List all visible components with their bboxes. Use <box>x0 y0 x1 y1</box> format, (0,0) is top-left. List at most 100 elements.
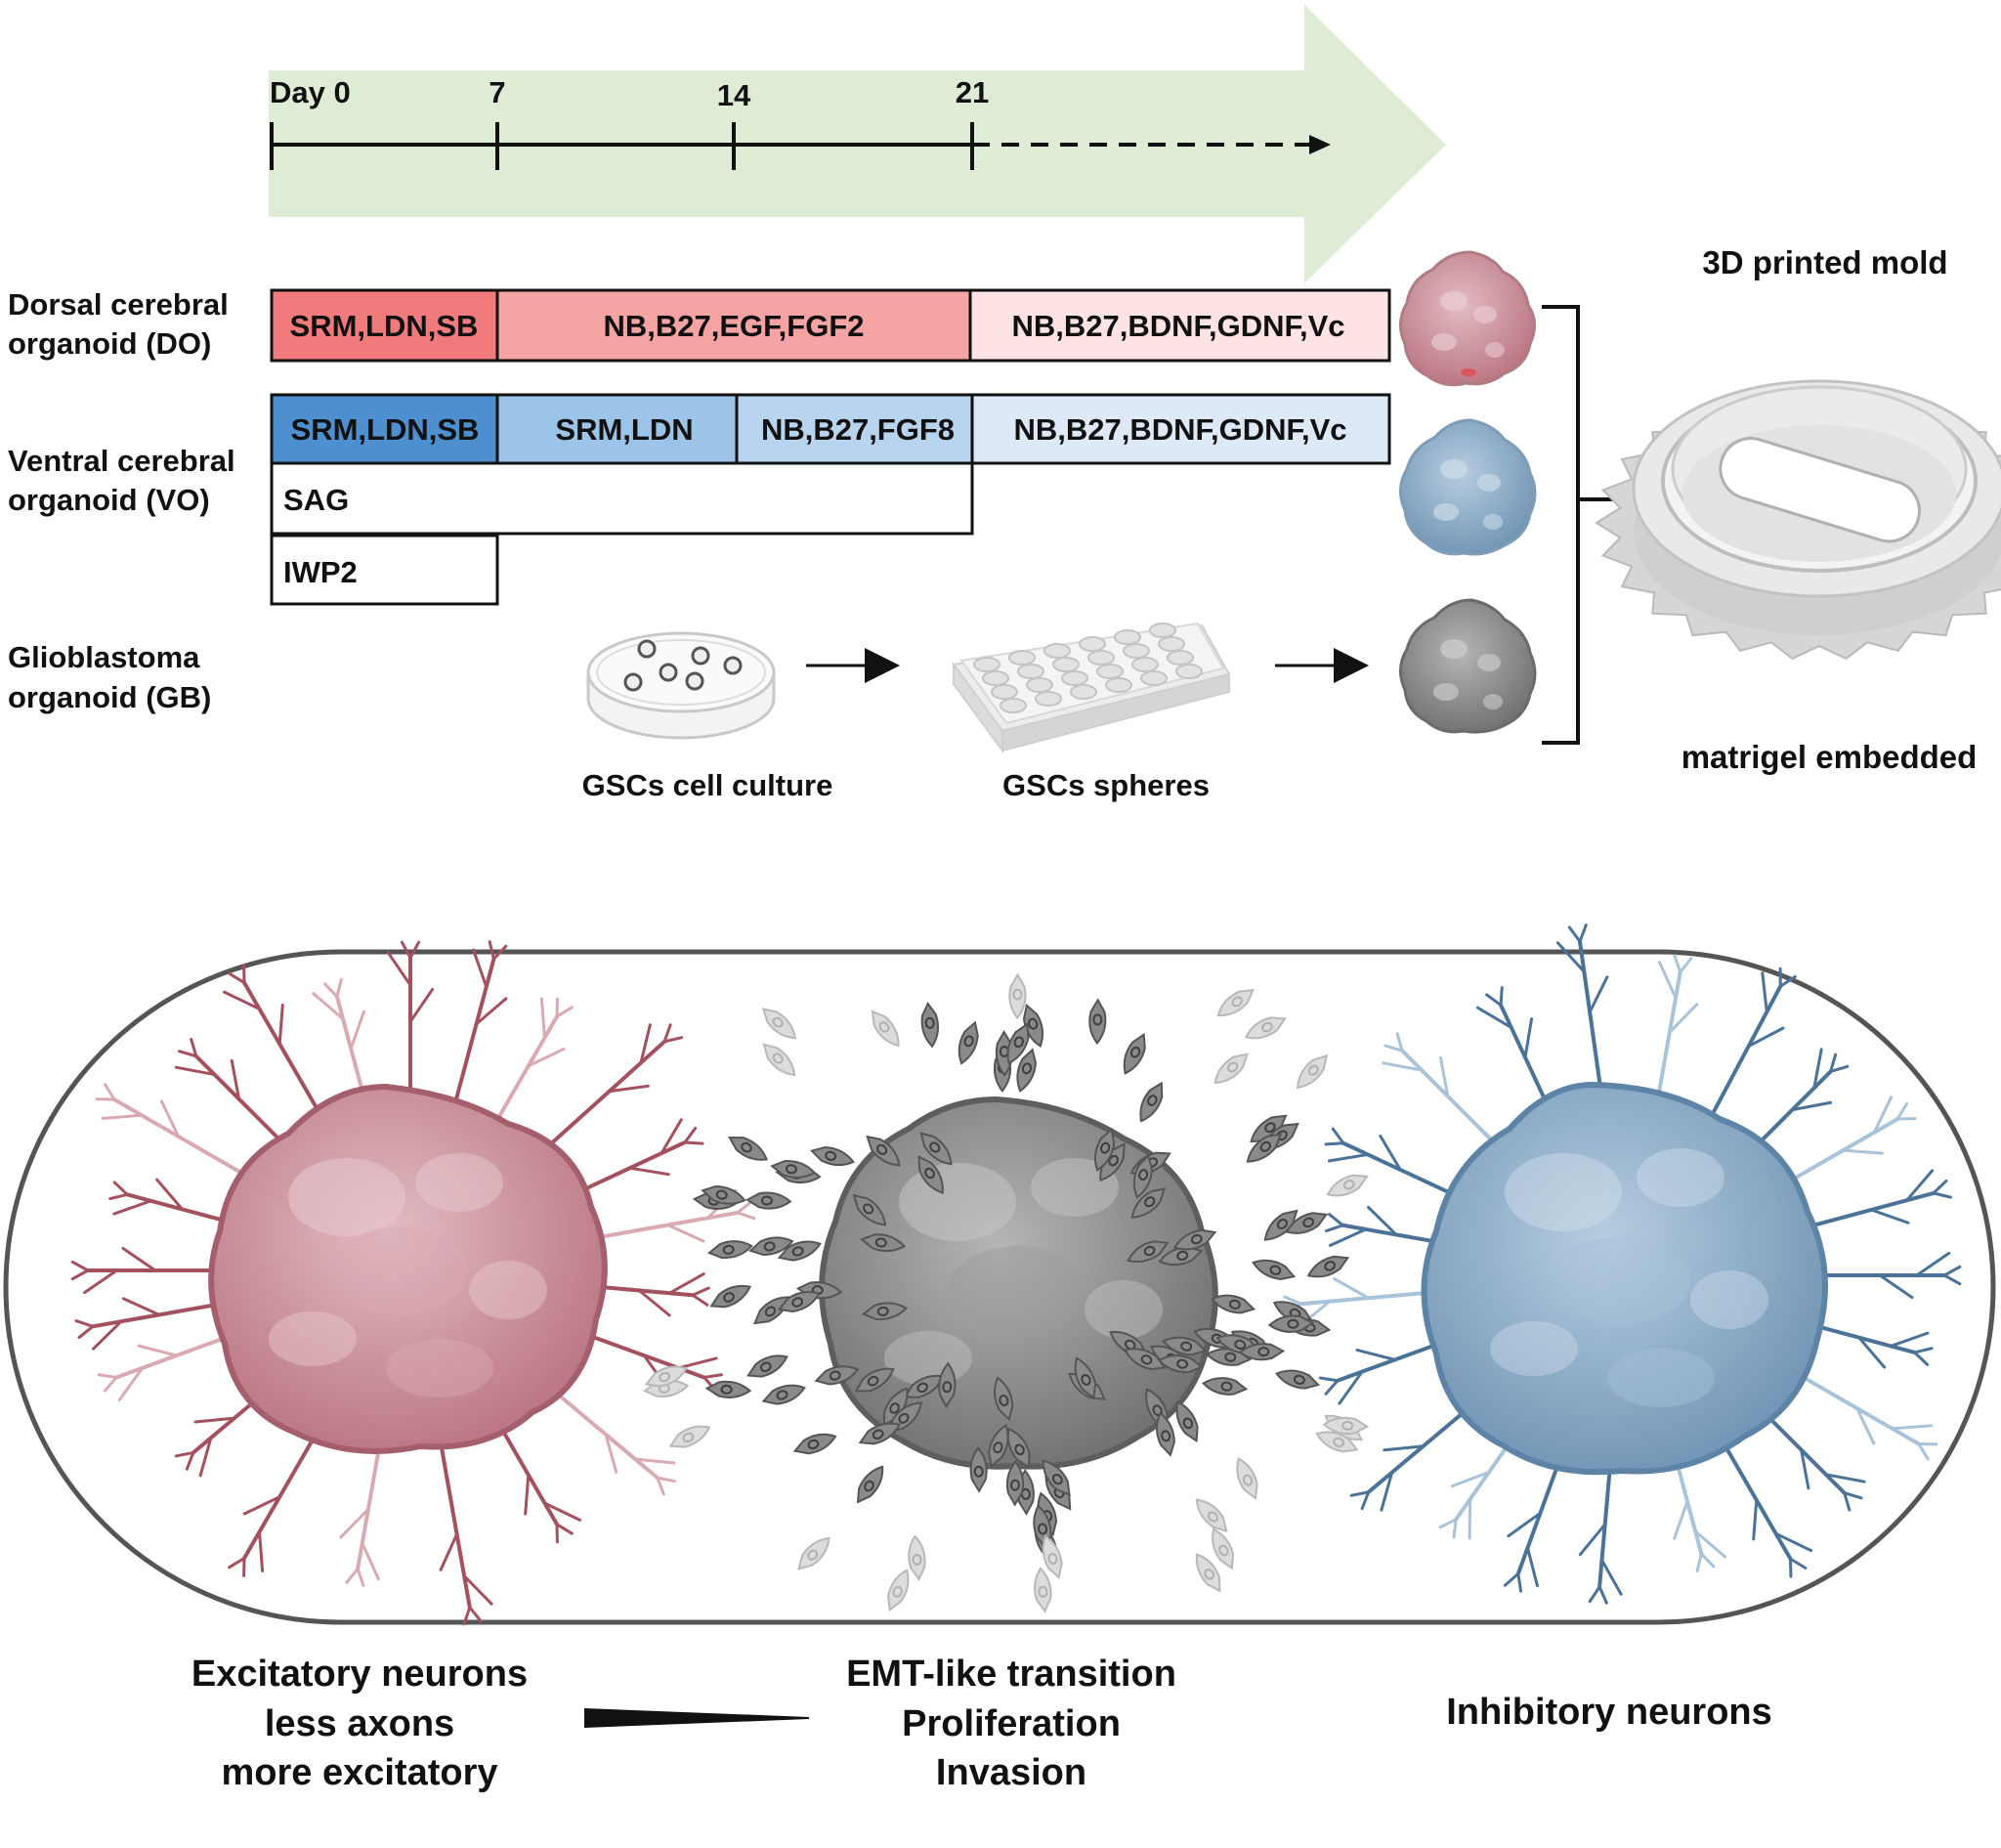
neurite-branch <box>462 1574 493 1606</box>
neurite-branch <box>1383 1444 1426 1452</box>
gsc-cell <box>746 1354 788 1378</box>
dorsal-organoid-icon <box>1399 250 1536 387</box>
well <box>1052 657 1080 672</box>
dorsal-segment-2-label: NB,B27,EGF,FGF2 <box>604 309 865 343</box>
3d-printed-mold-icon <box>1595 379 2001 661</box>
dorsal-segment-3 <box>968 288 1391 363</box>
gsc-cell <box>1123 1032 1146 1075</box>
gsc-cell <box>668 1425 711 1448</box>
well <box>1035 691 1062 707</box>
neurite-tip <box>1324 1141 1345 1146</box>
neurite-tip <box>356 1567 365 1587</box>
neurite-tip <box>1283 1295 1302 1306</box>
neurite-tip <box>1597 1585 1608 1605</box>
neurite-tip <box>185 1450 195 1471</box>
gsc-cell <box>706 1240 753 1260</box>
right-outcome-line-1: Inhibitory neurons <box>1446 1692 1772 1733</box>
neurite-tip <box>1679 957 1693 974</box>
tick-label-day0: Day 0 <box>270 75 351 109</box>
gsc-cell <box>994 1376 1014 1422</box>
gsc-cell <box>1006 1022 1030 1065</box>
gsc-cell <box>919 1132 953 1166</box>
dorsal-organoid-large <box>208 1083 608 1454</box>
gsc-cell <box>1139 1081 1164 1123</box>
gsc-cell <box>1212 1527 1235 1570</box>
neurite-tip <box>228 1556 246 1569</box>
neurite-branch <box>1869 1208 1910 1225</box>
neurite-tip <box>1324 1224 1344 1233</box>
neurite-branch <box>1668 1003 1699 1034</box>
well <box>1105 677 1132 693</box>
neurite-tip <box>408 940 421 960</box>
gsc-cell <box>1306 1255 1350 1278</box>
neurite-tip <box>1932 1179 1948 1195</box>
neurite-branch <box>121 1297 161 1316</box>
well <box>1017 664 1044 679</box>
gsc-cell <box>908 1534 926 1581</box>
neurite-tip <box>323 982 339 999</box>
neurite-tip <box>1395 1032 1404 1053</box>
well <box>1070 684 1097 700</box>
neurite-branch <box>1382 1061 1424 1072</box>
neurite-tip <box>400 940 412 960</box>
neurite-branch <box>628 1166 670 1177</box>
gsc-cell <box>1326 1174 1369 1197</box>
gsc-cell <box>871 1010 900 1048</box>
well-plate-wells <box>973 623 1203 713</box>
neurite-branch <box>665 1224 705 1243</box>
neurite-branch <box>1673 1499 1689 1540</box>
neurite-branch <box>1438 1056 1450 1098</box>
neurite-tip <box>555 1006 574 1018</box>
neurite-branch <box>1878 1273 1914 1300</box>
neurite-branch <box>361 1541 380 1581</box>
neurite-tip <box>736 1200 753 1215</box>
neurite-branch <box>660 1118 683 1155</box>
gsc-cell <box>1093 1127 1116 1172</box>
gsc-cell <box>1236 1457 1258 1500</box>
neurite-branch <box>1842 1148 1884 1155</box>
neurite-tip <box>108 1192 129 1201</box>
invading-gsc-cells <box>642 972 1370 1613</box>
gsc-culture-caption: GSCs cell culture <box>582 768 833 802</box>
gsc-cell <box>938 1361 957 1409</box>
gsc-cell <box>745 1191 792 1210</box>
gsc-cell <box>1263 1209 1299 1241</box>
neurite-tip <box>1324 1379 1340 1396</box>
neurite-branch <box>1588 975 1609 1014</box>
gsc-cell <box>770 1160 817 1179</box>
gsc-cell <box>1042 1459 1071 1497</box>
neurite-branch <box>1855 1406 1876 1445</box>
gsc-cell <box>958 1020 979 1065</box>
tick-label-14: 14 <box>717 78 751 112</box>
neurite-branch <box>1600 1558 1623 1596</box>
neurite-tip <box>74 1319 95 1328</box>
neurite-branch <box>349 1010 365 1051</box>
neurite-tip <box>178 1050 198 1058</box>
ventral-segment-4 <box>970 393 1391 465</box>
neurite-tip <box>1789 1557 1808 1569</box>
neurite-tip <box>1829 1064 1850 1073</box>
gsc-cell <box>852 1193 887 1226</box>
neurite-branch <box>222 990 262 1010</box>
ventral-row-label-2: organoid (VO) <box>8 483 210 517</box>
gsc-cell <box>1246 1133 1283 1163</box>
gsc-cell <box>809 1145 855 1167</box>
gsc-cell <box>1155 1411 1175 1457</box>
gsc-cell <box>1213 1053 1249 1085</box>
left-outcome-line-1: Excitatory neurons <box>192 1654 528 1695</box>
gsc-cell <box>1130 1187 1167 1219</box>
well <box>1008 650 1036 666</box>
middle-outcome-line-2: Proliferation <box>902 1703 1121 1744</box>
gsc-cell <box>761 1008 797 1040</box>
combine-bracket <box>1542 305 1580 745</box>
neurite-branch <box>1774 1531 1813 1553</box>
glioblastoma-organoid-icon <box>1399 598 1537 734</box>
gsc-cell <box>1195 1553 1221 1593</box>
well <box>1096 664 1124 679</box>
gsc-cell <box>709 1284 751 1309</box>
neurite-tip <box>1438 1518 1458 1529</box>
glioblastoma-row-label: Glioblastoma <box>8 640 200 674</box>
neurite-branch <box>1915 1251 1951 1277</box>
neurite-tip <box>1778 974 1797 988</box>
neurite-branch <box>312 992 345 1021</box>
